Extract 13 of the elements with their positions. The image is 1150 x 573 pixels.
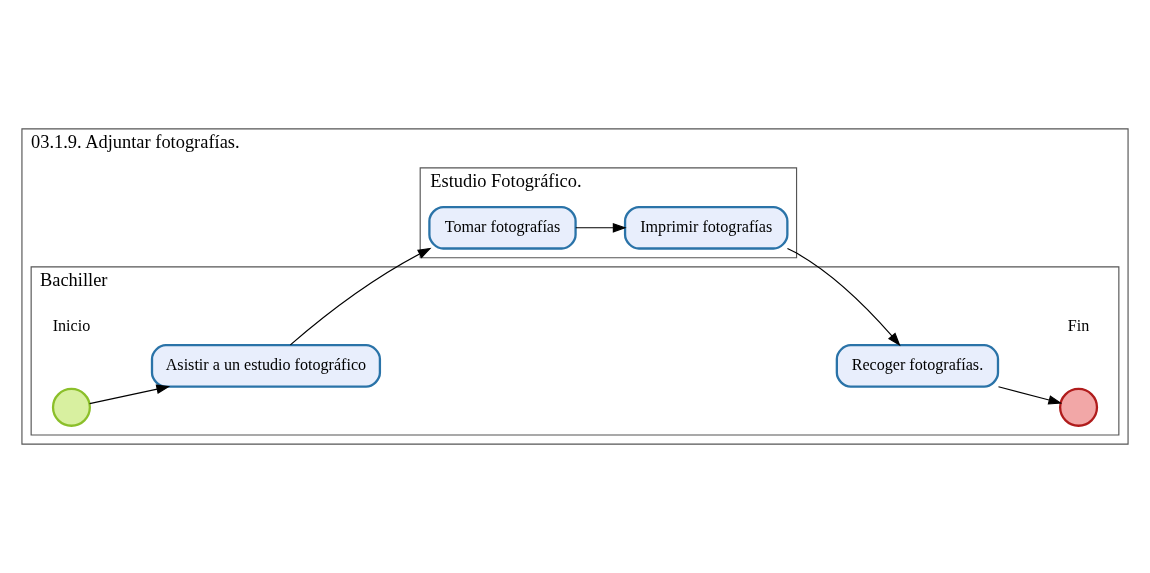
node-box: Recoger fotografías.	[835, 344, 1000, 388]
arrow	[575, 222, 627, 233]
arrow	[997, 386, 1063, 405]
node-box: Tomar fotografías	[428, 205, 577, 250]
node-circle	[1059, 387, 1099, 427]
arrow	[289, 247, 432, 346]
node-box: Asistir a un estudio fotográfico	[150, 344, 382, 388]
arrow	[89, 384, 171, 405]
node-circle	[51, 387, 91, 427]
node-label: Fin	[1067, 317, 1090, 335]
node-label: Inicio	[52, 317, 91, 335]
node-box: Imprimir fotografías	[623, 205, 789, 250]
arrow	[786, 247, 901, 347]
